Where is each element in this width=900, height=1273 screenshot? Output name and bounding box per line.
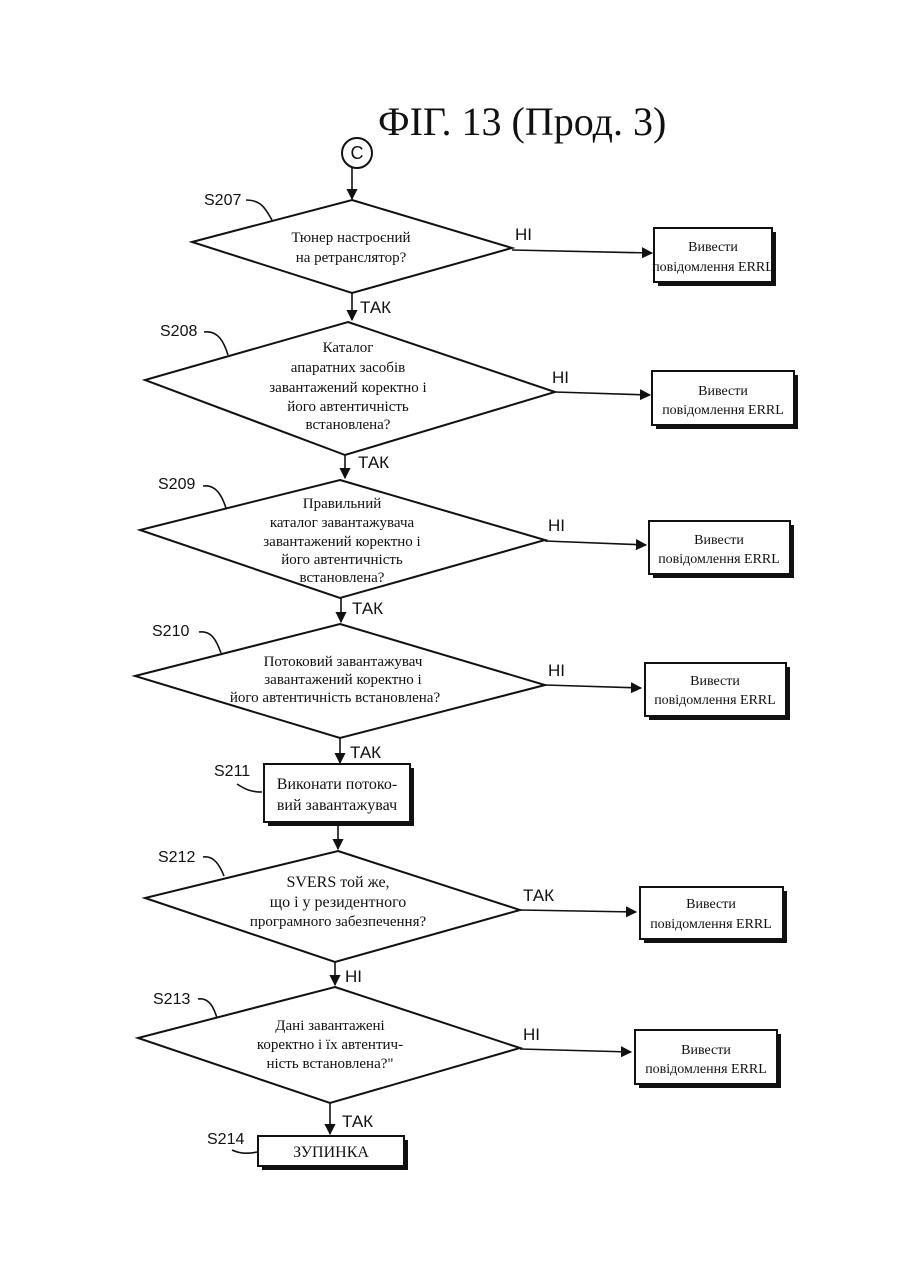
- s208-line-5: встановлена?: [306, 417, 391, 433]
- error-box-s213-line-1: Вивести: [681, 1043, 731, 1058]
- s213-yes-label: ТАК: [342, 1112, 373, 1131]
- leader-s207: [246, 200, 272, 220]
- error-box-s208: Вивести повідомлення ERRL: [652, 371, 798, 429]
- error-box-s210: Вивести повідомлення ERRL: [645, 663, 790, 720]
- s207-no-label: НІ: [515, 225, 532, 244]
- arrow-s207-no: [512, 250, 652, 253]
- s212-line-2: що і у резидентного: [270, 894, 406, 911]
- s212-line-1: SVERS той же,: [286, 874, 389, 891]
- s210-yes-label: ТАК: [350, 743, 381, 762]
- error-box-s208-line-2: повідомлення ERRL: [662, 403, 784, 418]
- decision-s207: Тюнер настроєний на ретранслятор?: [192, 200, 512, 293]
- step-label-s208: S208: [160, 323, 197, 340]
- error-box-s212-line-2: повідомлення ERRL: [650, 917, 772, 932]
- decision-s213: Дані завантажені коректно і їх автентич-…: [138, 987, 520, 1103]
- s208-line-1: Каталог: [323, 340, 374, 356]
- arrow-s212-yes: [520, 910, 636, 912]
- decision-s210: Потоковий завантажувач завантажений коре…: [135, 624, 545, 738]
- figure-title: ФІГ. 13 (Прод. 3): [378, 99, 666, 144]
- leader-s210: [199, 632, 221, 653]
- s207-line-1: Тюнер настроєний: [291, 230, 410, 246]
- error-box-s207-line-2: повідомлення ERRL: [652, 260, 774, 275]
- s213-line-3: ність встановлена?": [266, 1056, 393, 1072]
- s209-no-label: НІ: [548, 516, 565, 535]
- s209-line-2: каталог завантажувача: [270, 515, 415, 531]
- connector-label: C: [351, 143, 364, 163]
- s213-no-label: НІ: [523, 1025, 540, 1044]
- s212-line-3: програмного забезпечення?: [250, 914, 427, 930]
- leader-s211: [237, 784, 262, 792]
- error-box-s212: Вивести повідомлення ERRL: [640, 887, 787, 943]
- s210-no-label: НІ: [548, 661, 565, 680]
- error-box-s210-line-2: повідомлення ERRL: [654, 693, 776, 708]
- step-label-s214: S214: [207, 1131, 244, 1148]
- s210-line-1: Потоковий завантажувач: [264, 654, 423, 670]
- error-box-s213-line-2: повідомлення ERRL: [645, 1062, 767, 1077]
- error-box-s207-line-1: Вивести: [688, 240, 738, 255]
- s211-line-1: Виконати потоко-: [277, 776, 397, 793]
- error-box-s210-line-1: Вивести: [690, 674, 740, 689]
- s210-line-3: його автентичність встановлена?: [230, 690, 441, 706]
- s210-line-2: завантажений коректно і: [264, 672, 421, 688]
- arrow-s209-no: [545, 541, 646, 545]
- arrow-s213-no: [520, 1049, 631, 1052]
- s209-line-1: Правильний: [303, 496, 382, 512]
- step-label-s207: S207: [204, 192, 241, 209]
- decision-s209: Правильний каталог завантажувача заванта…: [140, 480, 545, 598]
- s207-line-2: на ретранслятор?: [296, 250, 407, 266]
- s214-label: ЗУПИНКА: [293, 1144, 369, 1161]
- decision-s208: Каталог апаратних засобів завантажений к…: [145, 322, 555, 455]
- s208-line-2: апаратних засобів: [291, 360, 405, 376]
- leader-s208: [204, 332, 228, 355]
- s208-yes-label: ТАК: [358, 453, 389, 472]
- error-box-s212-line-1: Вивести: [686, 897, 736, 912]
- leader-s212: [203, 857, 224, 876]
- error-box-s209: Вивести повідомлення ERRL: [649, 521, 794, 578]
- step-label-s211: S211: [214, 763, 250, 780]
- s207-yes-label: ТАК: [360, 298, 391, 317]
- leader-s214: [232, 1150, 257, 1153]
- leader-s213: [198, 999, 217, 1018]
- s208-line-4: його автентичність: [287, 399, 409, 415]
- s209-line-5: встановлена?: [300, 570, 385, 586]
- s208-line-3: завантажений коректно і: [269, 380, 426, 396]
- error-box-s207: Вивести повідомлення ERRL: [652, 228, 776, 286]
- step-label-s209: S209: [158, 476, 195, 493]
- s211-line-2: вий завантажувач: [277, 797, 397, 814]
- step-label-s212: S212: [158, 849, 195, 866]
- s212-no-label: НІ: [345, 967, 362, 986]
- arrow-s210-no: [545, 685, 641, 688]
- s209-yes-label: ТАК: [352, 599, 383, 618]
- decision-s212: SVERS той же, що і у резидентного програ…: [145, 851, 520, 962]
- connector-c: C: [342, 138, 372, 168]
- s209-line-4: його автентичність: [281, 552, 403, 568]
- error-box-s209-line-2: повідомлення ERRL: [658, 552, 780, 567]
- s213-line-2: коректно і їх автентич-: [257, 1037, 403, 1053]
- error-box-s209-line-1: Вивести: [694, 533, 744, 548]
- terminal-s214: ЗУПИНКА: [258, 1136, 408, 1170]
- error-box-s208-line-1: Вивести: [698, 384, 748, 399]
- leader-s209: [203, 486, 226, 508]
- process-s211: Виконати потоко- вий завантажувач: [264, 764, 414, 826]
- step-label-s213: S213: [153, 991, 190, 1008]
- s208-no-label: НІ: [552, 368, 569, 387]
- error-box-s213: Вивести повідомлення ERRL: [635, 1030, 781, 1088]
- step-label-s210: S210: [152, 623, 189, 640]
- s209-line-3: завантажений коректно і: [263, 534, 420, 550]
- arrow-s208-no: [555, 392, 650, 395]
- s212-yes-label: ТАК: [523, 886, 554, 905]
- s213-line-1: Дані завантажені: [275, 1018, 384, 1034]
